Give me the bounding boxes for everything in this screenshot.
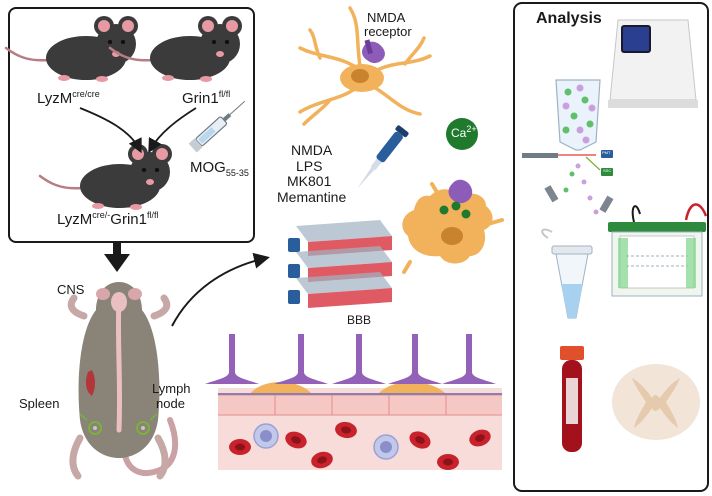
lymph-node-label-line1: Lymph <box>152 381 191 396</box>
cns-label: CNS <box>57 282 85 297</box>
calcium-badge <box>446 118 478 150</box>
microcentrifuge-tube-icon <box>541 228 593 319</box>
treatment-memantine: Memantine <box>277 189 347 205</box>
down-arrow-icon <box>104 242 130 272</box>
cross-arrow-right <box>148 107 197 154</box>
calcium-label: Ca2+ <box>451 124 477 140</box>
breeding-panel <box>8 7 255 243</box>
flow-cytometer-icon <box>522 79 614 215</box>
treatment-lps: LPS <box>296 158 323 174</box>
culture-flasks-icon <box>288 220 392 308</box>
spleen-label: Spleen <box>19 396 60 411</box>
mouse-lyzm-icon <box>4 14 140 84</box>
treatment-nmda: NMDA <box>291 142 333 158</box>
microglia-top-icon <box>298 6 432 126</box>
sequencer-icon <box>608 19 698 108</box>
cross-arrow-left <box>79 107 142 154</box>
mouse-offspring-label: LyzMcre/-Grin1fl/fl <box>57 210 159 228</box>
mouse-grin1-label: Grin1fl/fl <box>182 89 231 107</box>
culture-arrow <box>171 252 270 327</box>
microglia-bottom-icon <box>402 179 504 274</box>
gel-electrophoresis-icon <box>608 203 708 297</box>
mog-label: MOG55-35 <box>190 159 249 178</box>
treatment-mk801: MK801 <box>287 173 332 189</box>
analysis-title: Analysis <box>536 10 602 27</box>
lymph-node-label-line2: node <box>156 396 185 411</box>
mouse-offspring-icon <box>38 142 174 212</box>
receptor-label-line1: NMDA <box>367 10 406 25</box>
receptor-label-line2: receptor <box>364 24 412 39</box>
pipette-icon <box>357 125 409 189</box>
bbb-label: BBB <box>347 313 372 327</box>
mouse-lyzm-label: LyzMcre/cre <box>37 89 100 107</box>
flow-tag-pmt: PMT <box>602 150 611 155</box>
bbb-panel <box>205 334 502 471</box>
analysis-panel <box>513 2 709 492</box>
spinal-cord-section-icon <box>612 364 700 440</box>
mouse-anatomy-icon <box>67 282 179 480</box>
blood-tube-icon <box>560 346 584 452</box>
flow-tag-ssc: SSC <box>603 168 612 173</box>
syringe-icon <box>188 100 246 153</box>
